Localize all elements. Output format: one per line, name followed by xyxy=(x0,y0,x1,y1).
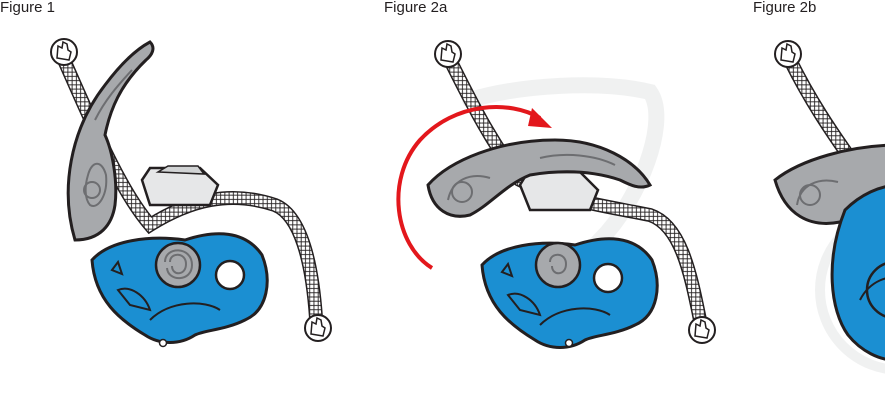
cam-housing xyxy=(520,172,598,210)
device-body xyxy=(92,234,267,347)
hand-icon xyxy=(51,39,77,65)
hand-icon xyxy=(305,315,331,341)
figure-2a xyxy=(398,41,715,348)
hand-icon xyxy=(775,41,801,67)
device-body xyxy=(482,239,657,348)
figure-1 xyxy=(51,39,331,347)
hand-icon xyxy=(689,317,715,343)
figure-2b xyxy=(775,41,885,370)
hand-icon xyxy=(435,41,461,67)
